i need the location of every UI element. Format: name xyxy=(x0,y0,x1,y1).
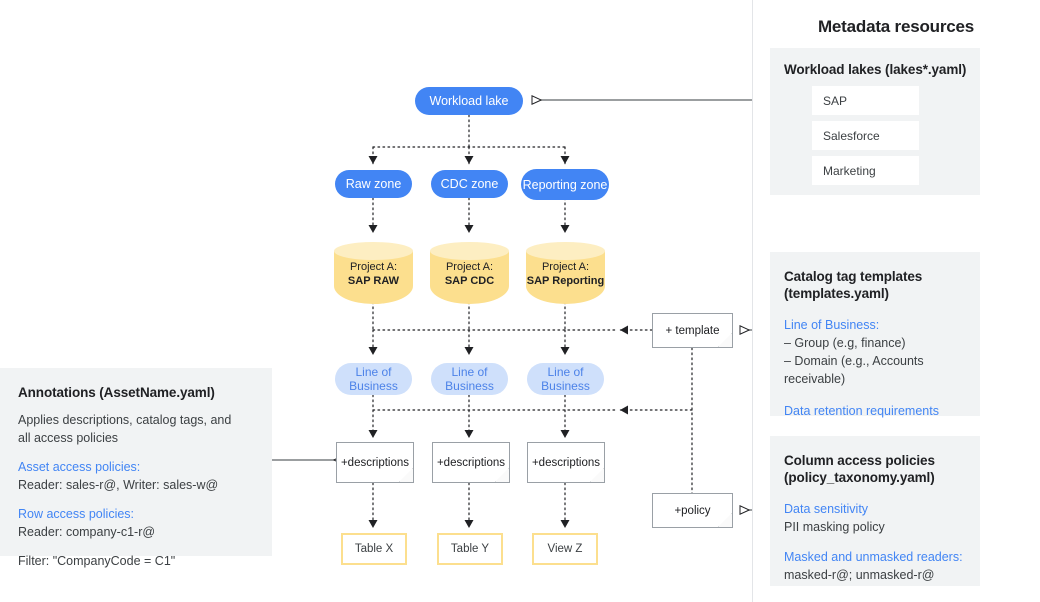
datastore-sap-reporting[interactable]: Project A: SAP Reporting xyxy=(526,242,605,304)
column-access-policies-card: Column access policies (policy_taxonomy.… xyxy=(770,436,980,586)
catalog-templates-title-line1: Catalog tag templates xyxy=(784,269,923,284)
annotations-title: Annotations (AssetName.yaml) xyxy=(18,385,215,400)
fold-corner xyxy=(399,468,413,482)
node-raw-zone[interactable]: Raw zone xyxy=(335,170,412,198)
masked-readers-value: masked-r@; unmasked-r@ xyxy=(784,568,935,582)
column-policies-title-line1: Column access policies xyxy=(784,453,935,468)
node-line-of-business-3[interactable]: Line of Business xyxy=(527,363,604,395)
annotations-panel: Annotations (AssetName.yaml) Applies des… xyxy=(0,368,272,568)
data-sensitivity-value: PII masking policy xyxy=(784,520,885,534)
datastore-sap-raw[interactable]: Project A: SAP RAW xyxy=(334,242,413,304)
catalog-tag-templates-card: Catalog tag templates (templates.yaml) L… xyxy=(770,252,980,418)
asset-table-x[interactable]: Table X xyxy=(341,533,407,565)
note-descriptions-2[interactable]: +descriptions xyxy=(432,442,510,483)
row-access-policies-heading: Row access policies: xyxy=(18,507,135,521)
note-label: +descriptions xyxy=(531,456,601,469)
lake-item-marketing[interactable]: Marketing xyxy=(812,156,919,185)
note-policy[interactable]: +policy xyxy=(652,493,733,528)
node-workload-lake[interactable]: Workload lake xyxy=(415,87,523,115)
fold-corner xyxy=(718,513,732,527)
lob-label: Line of Business xyxy=(445,365,494,393)
note-descriptions-3[interactable]: +descriptions xyxy=(527,442,605,483)
node-line-of-business-2[interactable]: Line of Business xyxy=(431,363,508,395)
line-of-business-heading: Line of Business: xyxy=(784,318,880,332)
annotations-description-line2: all access policies xyxy=(18,431,119,445)
lake-item-salesforce[interactable]: Salesforce xyxy=(812,121,919,150)
asset-access-policies-value: Reader: sales-r@, Writer: sales-w@ xyxy=(18,478,219,492)
datastore-line2: SAP RAW xyxy=(347,275,400,288)
cylinder-top xyxy=(430,242,509,260)
metadata-resources-title: Metadata resources xyxy=(817,17,975,36)
asset-access-policies-heading: Asset access policies: xyxy=(18,460,141,474)
catalog-templates-title-line2: (templates.yaml) xyxy=(784,286,889,301)
node-reporting-zone[interactable]: Reporting zone xyxy=(521,169,609,200)
lob-label: Line of Business xyxy=(541,365,590,393)
note-label: +policy xyxy=(674,504,711,517)
datastore-line2: SAP CDC xyxy=(444,275,495,288)
annotations-description-line1: Applies descriptions, catalog tags, and xyxy=(18,413,232,427)
datastore-sap-cdc[interactable]: Project A: SAP CDC xyxy=(430,242,509,304)
node-cdc-zone[interactable]: CDC zone xyxy=(431,170,508,198)
cylinder-top xyxy=(526,242,605,260)
note-template[interactable]: + template xyxy=(652,313,733,348)
row-filter-value: Filter: "CompanyCode = C1" xyxy=(18,554,176,568)
lob-bullet-domain: – Domain (e.g., Accounts receivable) xyxy=(784,354,924,386)
note-descriptions-1[interactable]: +descriptions xyxy=(336,442,414,483)
datastore-line1: Project A: xyxy=(445,261,494,274)
column-policies-title-line2: (policy_taxonomy.yaml) xyxy=(784,470,935,485)
datastore-line1: Project A: xyxy=(541,261,590,274)
workload-lakes-title: Workload lakes (lakes*.yaml) xyxy=(784,62,967,77)
note-label: +descriptions xyxy=(436,456,506,469)
fold-corner xyxy=(718,333,732,347)
datastore-line1: Project A: xyxy=(349,261,398,274)
fold-corner xyxy=(590,468,604,482)
lob-bullet-group: – Group (e.g, finance) xyxy=(784,336,906,350)
asset-table-y[interactable]: Table Y xyxy=(437,533,503,565)
datastore-line2: SAP Reporting xyxy=(526,275,605,288)
data-sensitivity-heading: Data sensitivity xyxy=(784,502,869,516)
masked-readers-heading: Masked and unmasked readers: xyxy=(784,550,963,564)
asset-view-z[interactable]: View Z xyxy=(532,533,598,565)
lake-item-sap[interactable]: SAP xyxy=(812,86,919,115)
node-line-of-business-1[interactable]: Line of Business xyxy=(335,363,412,395)
lob-label: Line of Business xyxy=(349,365,398,393)
note-label: + template xyxy=(665,324,720,337)
data-retention-heading: Data retention requirements xyxy=(784,404,939,418)
note-label: +descriptions xyxy=(340,456,410,469)
fold-corner xyxy=(495,468,509,482)
cylinder-top xyxy=(334,242,413,260)
row-access-policies-value: Reader: company-c1-r@ xyxy=(18,525,156,539)
